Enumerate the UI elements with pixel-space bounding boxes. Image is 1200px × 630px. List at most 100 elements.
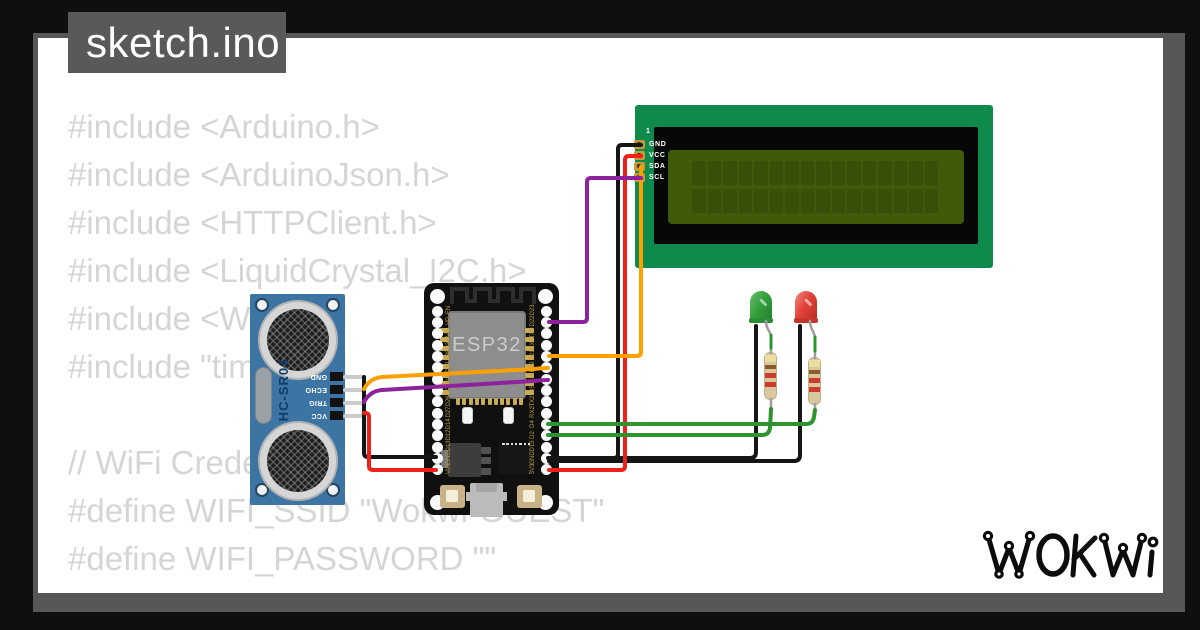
resistor-green-led[interactable] xyxy=(764,352,777,400)
esp32-pin-d19[interactable] xyxy=(540,362,552,374)
code-line: #include <Arduino.h> xyxy=(68,108,380,145)
resistor-band xyxy=(809,378,820,383)
wokwi-logo: WOKWI xyxy=(982,530,1159,579)
esp32-pin-d22[interactable] xyxy=(540,316,552,328)
lcd-cell xyxy=(816,161,830,185)
chip-pin xyxy=(474,398,479,405)
esp32-pin-tx2[interactable] xyxy=(540,396,552,408)
mounting-hole xyxy=(255,298,269,312)
lcd-cell xyxy=(800,161,814,185)
chip-pin xyxy=(525,354,534,360)
esp32-pin-d5[interactable] xyxy=(540,384,552,396)
lcd-cell xyxy=(862,189,876,213)
lcd-cell xyxy=(707,189,721,213)
code-line: #include <HTTPClient.h> xyxy=(68,204,437,241)
hcsr04-silkscreen-label: HC-SR04 xyxy=(276,358,291,422)
esp32-pin-d15[interactable] xyxy=(540,441,552,453)
chip-pin xyxy=(456,398,460,405)
esp32-pin-d33[interactable] xyxy=(432,373,443,385)
lcd-cell xyxy=(878,189,892,213)
esp32-pin-3v3[interactable] xyxy=(540,464,552,476)
lcd-cell xyxy=(831,189,845,213)
esp32-pin-en[interactable] xyxy=(432,305,443,317)
lcd-pin-pad-vcc[interactable] xyxy=(634,151,645,160)
esp32-pin-d13[interactable] xyxy=(432,441,443,453)
lcd-cell xyxy=(754,189,768,213)
usb-uart-chip xyxy=(499,445,530,474)
lcd-cell xyxy=(831,161,845,185)
en-button[interactable] xyxy=(440,485,465,508)
lcd-cell xyxy=(893,189,907,213)
lcd-cell xyxy=(924,189,938,213)
regulator-leg xyxy=(481,447,491,454)
code-line: #define WIFI_PASSWORD "" xyxy=(68,540,497,577)
lcd-cell xyxy=(692,189,706,213)
mounting-hole xyxy=(326,483,340,497)
hcsr04-pin-stub xyxy=(343,400,364,405)
chip-pin xyxy=(440,336,449,342)
chip-pin xyxy=(525,328,534,333)
regulator-leg xyxy=(481,468,491,475)
wifi-antenna-icon xyxy=(450,287,536,304)
lcd-cell xyxy=(847,189,861,213)
esp32-pin-tx0[interactable] xyxy=(540,328,552,340)
ultrasonic-transducer-bottom xyxy=(258,421,338,501)
lcd-pin-pad-gnd[interactable] xyxy=(634,140,645,149)
lcd-cell xyxy=(769,161,783,185)
esp32-pin-rx0[interactable] xyxy=(540,339,552,351)
voltage-regulator xyxy=(448,443,481,477)
ultrasonic-transducer-top xyxy=(258,300,338,380)
sketch-filename-tab: sketch.ino xyxy=(68,12,286,73)
esp32-pin-d23[interactable] xyxy=(540,305,552,317)
hcsr04-pin-label: ECHO xyxy=(305,386,327,393)
esp32-pin-d34[interactable] xyxy=(432,339,443,351)
hcsr04-pin-stub xyxy=(343,374,364,379)
lcd-pin1-index: 1 xyxy=(646,128,650,135)
resistor-red-led[interactable] xyxy=(808,357,821,405)
esp32-pin-rx2[interactable] xyxy=(540,407,552,419)
esp32-pin-d18[interactable] xyxy=(540,373,552,385)
lcd-cell xyxy=(769,189,783,213)
hcsr04-pin-gnd[interactable] xyxy=(330,372,343,381)
lcd-cell xyxy=(909,189,923,213)
esp32-pin-d14[interactable] xyxy=(432,419,443,431)
esp32-pin-label: VIN xyxy=(446,463,452,474)
esp32-pin-d25[interactable] xyxy=(432,384,443,396)
esp32-pin-vp[interactable] xyxy=(432,316,443,328)
resistor-band xyxy=(809,387,820,392)
usb-tab xyxy=(503,492,507,501)
chip-pin xyxy=(506,398,511,405)
green-led[interactable] xyxy=(749,291,773,323)
hcsr04-pin-vcc[interactable] xyxy=(330,411,343,420)
boot-button[interactable] xyxy=(517,485,542,508)
chip-pin xyxy=(519,398,523,405)
lcd-cell xyxy=(785,189,799,213)
lcd-cell xyxy=(738,161,752,185)
onboard-led xyxy=(503,407,514,424)
esp32-pin-d35[interactable] xyxy=(432,350,443,362)
red-led[interactable] xyxy=(794,291,818,323)
voltage-regulator-tab xyxy=(441,450,448,468)
lcd-cell xyxy=(785,161,799,185)
lcd-pin-pad-scl[interactable] xyxy=(634,173,645,182)
hcsr04-pin-echo[interactable] xyxy=(330,385,343,394)
usb-tab xyxy=(466,492,470,501)
chip-pin xyxy=(525,345,534,351)
lcd-cell xyxy=(723,189,737,213)
resistor-band xyxy=(809,360,820,367)
mounting-hole xyxy=(538,289,553,304)
qfn-pin xyxy=(506,443,509,446)
onboard-led xyxy=(462,407,473,424)
esp32-pin-vn[interactable] xyxy=(432,328,443,340)
esp32-pin-d4[interactable] xyxy=(540,419,552,431)
esp32-pin-d2[interactable] xyxy=(540,430,552,442)
esp32-pin-gnd[interactable] xyxy=(540,453,552,465)
lcd-cell xyxy=(909,161,923,185)
hcsr04-pin-trig[interactable] xyxy=(330,398,343,407)
lcd-cell xyxy=(924,161,938,185)
chip-pin xyxy=(500,398,505,405)
resistor-band xyxy=(809,370,820,374)
esp32-pin-d21[interactable] xyxy=(540,350,552,362)
esp32-pin-d27[interactable] xyxy=(432,407,443,419)
lcd-pin-pad-sda[interactable] xyxy=(634,162,645,171)
